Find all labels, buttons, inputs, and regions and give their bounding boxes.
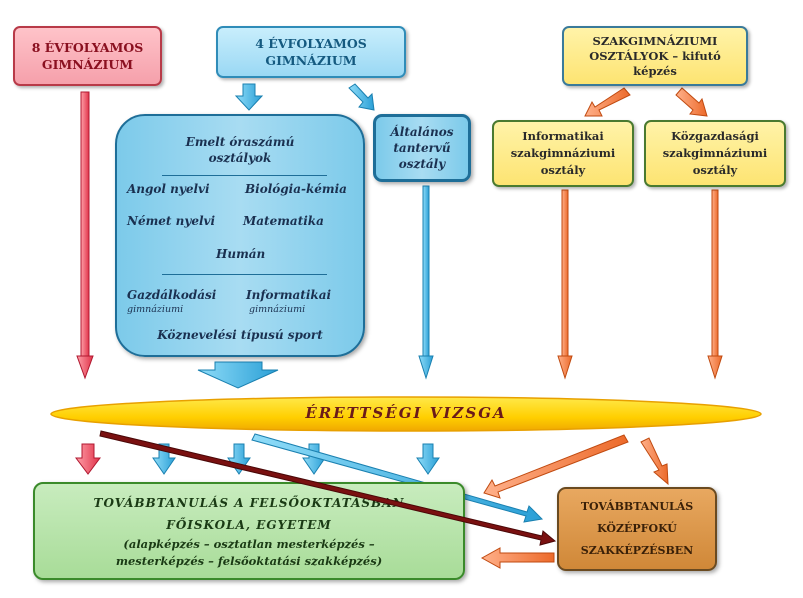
box-szak-line2: OSZTÁLYOK – kifutó (589, 48, 721, 63)
informatikai-line1: Informatikai (522, 129, 604, 143)
arrow-4evf-down (234, 83, 264, 111)
box-szakgimnaziumi: SZAKGIMNÁZIUMI OSZTÁLYOK – kifutó képzés (562, 26, 748, 86)
emelt-title-1: Emelt óraszámú (185, 135, 295, 149)
arrow-red-small (75, 443, 101, 475)
emelt-info-sub: gimnáziumi (249, 304, 306, 315)
box-felsooktatas: TOVÁBBTANULÁS A FELSŐOKTATÁSBAN FŐISKOLA… (33, 482, 465, 580)
box-8-line1: 8 ÉVFOLYAMOS (31, 40, 144, 55)
arrow-emelt-down (197, 361, 279, 389)
felso-line4: mesterképzés – felsőoktatási szakképzés) (115, 554, 383, 568)
arrow-darkred-diag (99, 430, 557, 546)
informatikai-line2: szakgimnáziumi (510, 146, 616, 160)
arrow-blue-small-4 (416, 443, 440, 475)
emelt-sport: Köznevelési típusú sport (157, 328, 323, 342)
emelt-gazd: Gazdálkodási (127, 288, 217, 302)
box-szak-line3: képzés (633, 63, 677, 78)
emelt-bio: Biológia-kémia (245, 182, 347, 196)
altalanos-line2: tantervű (393, 141, 451, 155)
arrow-orange-to-kozep (640, 437, 669, 486)
felso-line3: (alapképzés – osztatlan mesterképzés – (123, 537, 375, 551)
kozgazdasagi-line1: Közgazdasági (671, 129, 759, 143)
box-kozepfoku: TOVÁBBTANULÁS KÖZÉPFOKÚ SZAKKÉPZÉSBEN (557, 487, 717, 571)
kozgazdasagi-line2: szakgimnáziumi (662, 146, 768, 160)
arrow-orange-kozep-left (480, 547, 555, 569)
box-altalanos: Általános tantervű osztály (373, 114, 471, 182)
emelt-angol: Angol nyelvi (127, 182, 210, 196)
altalanos-line1: Általános (390, 125, 454, 139)
arrow-blue-small-3 (302, 443, 326, 475)
arrow-blue-diag (251, 433, 544, 523)
kozgazdasagi-line3: osztály (692, 163, 738, 177)
box-4-line2: GIMNÁZIUM (265, 53, 357, 68)
altalanos-line3: osztály (398, 157, 446, 171)
kozep-line1: TOVÁBBTANULÁS (580, 500, 694, 513)
arrow-orange-to-felso (483, 434, 629, 499)
emelt-divider-1 (162, 175, 327, 176)
erettsegi-ellipse (50, 396, 762, 432)
emelt-title-2: osztályok (208, 151, 272, 165)
kozep-line3: SZAKKÉPZÉSBEN (580, 544, 694, 557)
felso-line1: TOVÁBBTANULÁS A FELSŐOKTATÁSBAN (93, 496, 405, 510)
arrow-kozgazdasagi-down (707, 189, 723, 380)
box-4-evfolyamos: 4 ÉVFOLYAMOS GIMNÁZIUM (216, 26, 406, 78)
arrow-altalanos-down (418, 185, 434, 380)
arrow-szak-left (584, 87, 631, 117)
box-emelt: Emelt óraszámú osztályok Angol nyelvi Bi… (115, 114, 365, 357)
emelt-nemet: Német nyelvi (127, 214, 216, 228)
informatikai-line3: osztály (540, 163, 586, 177)
box-4-line1: 4 ÉVFOLYAMOS (255, 36, 367, 51)
box-informatikai: Informatikai szakgimnáziumi osztály (492, 120, 634, 187)
emelt-human: Humán (216, 247, 266, 261)
emelt-divider-2 (162, 274, 327, 275)
arrow-blue-small-1 (152, 443, 176, 475)
box-szak-line1: SZAKGIMNÁZIUMI (592, 33, 718, 48)
kozep-line2: KÖZÉPFOKÚ (597, 522, 677, 535)
box-8-line2: GIMNÁZIUM (41, 57, 134, 72)
emelt-info: Informatikai (246, 288, 332, 302)
arrow-8evf-down (76, 91, 94, 380)
erettsegi-label: ÉRETTSÉGI VIZSGA (305, 404, 507, 422)
arrow-szak-right (675, 87, 708, 117)
emelt-gazd-sub: gimnáziumi (127, 304, 184, 315)
arrow-informatikai-down (557, 189, 573, 380)
felso-line2: FŐISKOLA, EGYETEM (166, 518, 332, 532)
box-kozgazdasagi: Közgazdasági szakgimnáziumi osztály (644, 120, 786, 187)
box-8-evfolyamos: 8 ÉVFOLYAMOS GIMNÁZIUM (13, 26, 162, 86)
emelt-mat: Matematika (243, 214, 324, 228)
arrow-4evf-diag (348, 83, 375, 111)
